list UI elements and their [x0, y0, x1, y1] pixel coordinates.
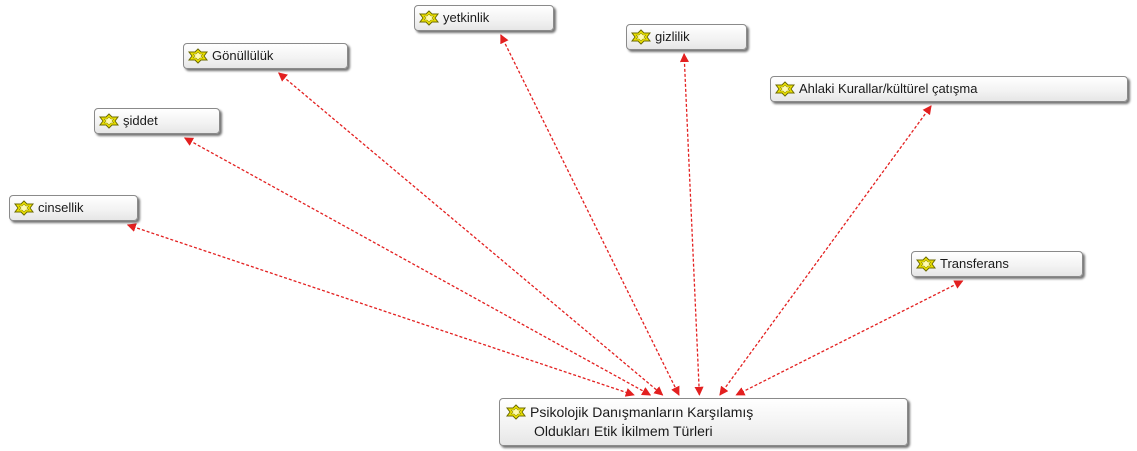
code-label: gizlilik: [655, 29, 690, 44]
code-node-gonulluluk[interactable]: Gönüllülük: [183, 43, 348, 69]
link-siddet-to-central: [183, 137, 652, 396]
code-icon: [631, 29, 651, 45]
link-cinsellik-to-central: [126, 223, 635, 397]
code-node-cinsellik[interactable]: cinsellik: [9, 195, 138, 221]
code-icon: [419, 10, 439, 26]
link-ahlaki-to-central: [719, 105, 932, 396]
code-node-yetkinlik[interactable]: yetkinlik: [414, 5, 554, 31]
central-label-line-1: Psikolojik Danışmanların Karşılamış: [530, 404, 754, 420]
link-transferans-to-central: [735, 280, 964, 396]
code-icon: [14, 200, 34, 216]
code-node-siddet[interactable]: şiddet: [94, 108, 220, 134]
code-node-gizlilik[interactable]: gizlilik: [626, 24, 747, 50]
link-gizlilik-to-central: [679, 52, 704, 396]
code-label: Gönüllülük: [212, 48, 274, 63]
code-icon: [188, 48, 208, 64]
code-label: Ahlaki Kurallar/kültürel çatışma: [799, 81, 978, 96]
code-node-ahlaki-kurallar[interactable]: Ahlaki Kurallar/kültürel çatışma: [770, 76, 1128, 102]
code-node-transferans[interactable]: Transferans: [911, 251, 1083, 277]
code-label: yetkinlik: [443, 10, 490, 25]
code-icon: [506, 404, 526, 420]
central-label-line-2: Oldukları Etik İkilmem Türleri: [534, 423, 713, 439]
central-code-node[interactable]: Psikolojik Danışmanların Karşılamış Oldu…: [499, 398, 908, 446]
link-gonulluluk-to-central: [278, 72, 664, 396]
code-label: şiddet: [123, 113, 158, 128]
code-label: Transferans: [940, 256, 1009, 271]
code-icon: [775, 81, 795, 97]
code-label: cinsellik: [38, 200, 84, 215]
code-icon: [99, 113, 119, 129]
code-icon: [916, 256, 936, 272]
link-yetkinlik-to-central: [500, 34, 680, 396]
